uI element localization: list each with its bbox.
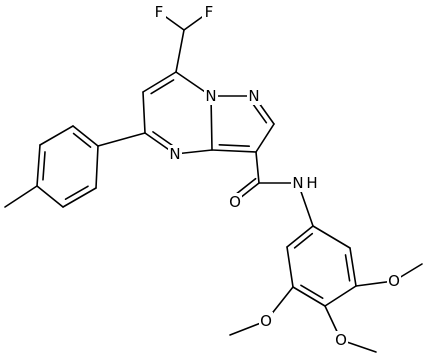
bond-a4-a5 [324, 285, 357, 307]
svg-text:N: N [169, 145, 180, 163]
bond-c5-n4-inner [152, 131, 175, 147]
bond-a5-a6 [349, 247, 357, 287]
bond-ca-cb [72, 125, 99, 147]
bond-ce-cf [62, 187, 97, 208]
bond-cb-cc [39, 125, 74, 146]
svg-text:O: O [229, 193, 241, 211]
bond-a3-a4 [292, 286, 326, 307]
bond-c8-c7 [175, 29, 185, 73]
svg-text:F: F [205, 3, 214, 21]
atom-n-pyrimidine: N [168, 145, 182, 163]
bond-cd-me1 [4, 185, 38, 208]
bond-cd-ce [36, 185, 64, 208]
atom-n-pyrazole: N [247, 87, 261, 105]
bond-a1-a2-inner [293, 232, 314, 249]
bond-ce-cf-inner [64, 185, 89, 200]
atom-n-bridgehead: N [204, 87, 218, 105]
bond-cc-cd [36, 144, 41, 187]
svg-text:O: O [260, 312, 272, 330]
bond-c6-c5 [142, 91, 146, 134]
bond-c5-ca [97, 132, 146, 147]
bond-c2-c3 [255, 123, 275, 153]
bond-c3-cam [255, 151, 260, 184]
atom-labels: F F N N N O N H O [152, 3, 401, 349]
bond-c3-c3a [211, 149, 257, 153]
atom-o-methoxy-para: O [334, 331, 348, 349]
bond-a2-a3 [286, 246, 294, 288]
bond-a3-a4-inner [300, 284, 324, 300]
svg-text:F: F [155, 3, 164, 21]
bond-c7-c6-inner [150, 79, 175, 95]
atom-o-methoxy-left: O [259, 312, 273, 330]
svg-text:H: H [306, 174, 317, 192]
atom-f-right: F [202, 3, 216, 21]
atom-nh: N H [291, 174, 320, 192]
svg-text:N: N [292, 174, 303, 192]
bond-c7-c6 [142, 71, 177, 93]
atom-f-left: F [152, 3, 166, 21]
bond-cc-cd-inner [42, 151, 46, 181]
svg-text:O: O [335, 331, 347, 349]
bond-cf-ca [95, 145, 99, 189]
svg-text:N: N [248, 87, 259, 105]
bonds [4, 11, 423, 353]
bond-a6-a1 [312, 225, 351, 249]
atom-o-carbonyl: O [228, 193, 242, 211]
bond-ca-cb-inner [72, 132, 92, 148]
bond-n2-c2-inner [251, 102, 268, 124]
bond-c3-c3a-inner [218, 144, 251, 147]
bond-a1-a2 [286, 225, 314, 248]
svg-text:O: O [388, 272, 400, 290]
svg-text:N: N [205, 87, 216, 105]
atom-o-methoxy-meta: O [387, 272, 401, 290]
bond-a5-a6-inner [344, 254, 351, 282]
